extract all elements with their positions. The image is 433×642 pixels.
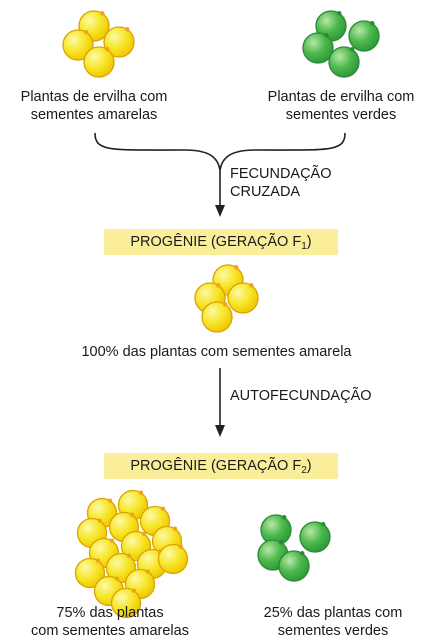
f2-green-label-line2: sementes verdes [277, 623, 389, 639]
yellow-pea [83, 46, 115, 78]
yellow-pea [103, 26, 135, 58]
cross-label-line2: CRUZADA [230, 184, 301, 200]
f2-yellow-label-line1: 75% das plantas [56, 605, 164, 621]
yellow-pea [62, 29, 94, 61]
f1-box-text: PROGÊNIE (GERAÇÃO F [130, 234, 302, 250]
f1-box-subscript: 1 [301, 241, 307, 252]
parent-green-label-line1: Plantas de ervilha com [267, 89, 415, 105]
yellow-pea [157, 543, 189, 575]
yellow-peas-cluster-f2 [74, 489, 189, 619]
yellow-peas-cluster-f1 [194, 264, 259, 333]
f1-box-close: ) [306, 234, 312, 250]
cross-arrow-head [215, 205, 225, 217]
parent-yellow-label-line2: sementes amarelas [30, 107, 158, 123]
f2-yellow-label: 75% das plantas com sementes amarelas [10, 604, 210, 640]
f1-progeny-box: PROGÊNIE (GERAÇÃO F1) [104, 229, 338, 255]
parent-green-label-line2: sementes verdes [285, 107, 397, 123]
yellow-pea [201, 301, 233, 333]
green-peas-cluster-f2 [257, 514, 331, 582]
self-fertilization-label: AUTOFECUNDAÇÃO [230, 388, 372, 404]
green-pea [328, 46, 360, 78]
cross-fertilization-label: FECUNDAÇÃO CRUZADA [230, 165, 332, 201]
parent-green-label: Plantas de ervilha com sementes verdes [249, 88, 433, 124]
green-pea [278, 550, 310, 582]
f2-yellow-label-line2: com sementes amarelas [31, 623, 189, 639]
cross-bracket [94, 132, 346, 171]
parent-yellow-label: Plantas de ervilha com sementes amarelas [4, 88, 184, 124]
self-arrow-head [215, 425, 225, 437]
green-pea [302, 32, 334, 64]
f2-progeny-box: PROGÊNIE (GERAÇÃO F2) [104, 453, 338, 479]
cross-label-line1: FECUNDAÇÃO [230, 166, 332, 182]
f2-green-label-line1: 25% das plantas com [263, 605, 403, 621]
f2-box-subscript: 2 [301, 465, 307, 476]
parent-yellow-label-line1: Plantas de ervilha com [20, 89, 168, 105]
yellow-pea [110, 587, 142, 619]
f1-result-label: 100% das plantas com sementes amarela [81, 344, 352, 360]
yellow-peas-cluster-parent [62, 10, 135, 78]
yellow-pea [227, 282, 259, 314]
f2-green-label: 25% das plantas com sementes verdes [238, 604, 428, 640]
yellow-pea [74, 557, 106, 589]
f2-box-close: ) [306, 458, 312, 474]
green-pea [299, 521, 331, 553]
green-peas-cluster-parent [302, 10, 380, 78]
green-pea [348, 20, 380, 52]
f2-box-text: PROGÊNIE (GERAÇÃO F [130, 458, 302, 474]
